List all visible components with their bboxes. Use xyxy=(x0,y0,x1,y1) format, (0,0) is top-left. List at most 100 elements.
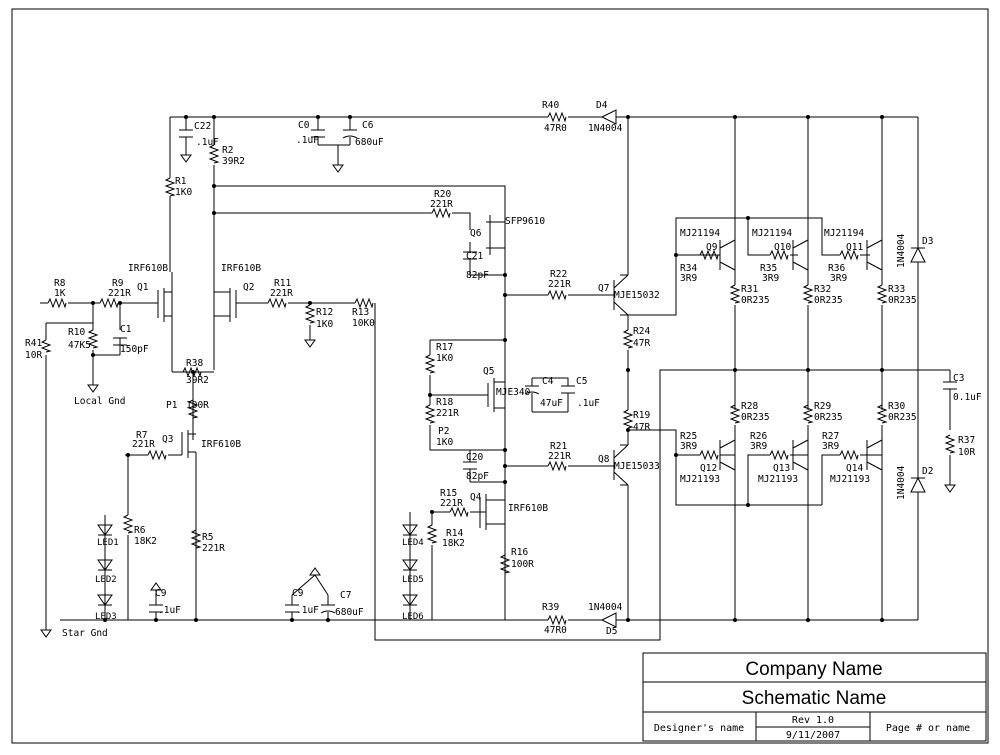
d5-ref: D5 xyxy=(606,626,617,637)
d2-ref: D2 xyxy=(922,466,933,477)
diode-symbols xyxy=(600,109,926,628)
q9-ref: Q9 xyxy=(706,242,718,253)
r22-ref: R22 xyxy=(550,269,567,280)
c3-ref: C3 xyxy=(953,373,964,384)
r9-value: 221R xyxy=(108,288,131,299)
q5-ref: Q5 xyxy=(483,366,494,377)
r7-value: 221R xyxy=(132,439,155,450)
led6-label: LED6 xyxy=(402,612,424,622)
r21-ref: R21 xyxy=(550,441,567,452)
c4-ref: C4 xyxy=(542,376,554,387)
led1-label: LED1 xyxy=(97,538,119,548)
q8-ref: Q8 xyxy=(598,454,610,465)
r13-value: 10K0 xyxy=(352,318,375,329)
r32-ref: R32 xyxy=(814,284,831,295)
star-gnd-label: Star Gnd xyxy=(62,628,108,639)
junction-dots xyxy=(91,115,884,622)
c3-value: 0.1uF xyxy=(953,392,982,403)
c7-ref: C7 xyxy=(340,590,351,601)
c5-value: .1uF xyxy=(577,398,600,409)
q7-part: MJE15032 xyxy=(614,290,660,301)
r10-value: 47K5 xyxy=(68,340,91,351)
r17-ref: R17 xyxy=(436,342,453,353)
r31-value: 0R235 xyxy=(741,295,770,306)
r27-ref: R27 xyxy=(822,431,839,442)
revision: Rev 1.0 xyxy=(792,715,834,726)
c0-value: .1uF xyxy=(296,135,319,146)
r34-value: 3R9 xyxy=(680,273,697,284)
r26-value: 3R9 xyxy=(750,441,767,452)
q14-part: MJ21193 xyxy=(830,474,870,485)
r36-ref: R36 xyxy=(828,263,845,274)
r25-ref: R25 xyxy=(680,431,697,442)
title-block: Company Name Schematic Name Designer's n… xyxy=(642,652,987,742)
r34-ref: R34 xyxy=(680,263,697,274)
led-symbols xyxy=(97,524,418,606)
r8-ref: R8 xyxy=(54,278,66,289)
c20-ref: C20 xyxy=(466,452,483,463)
p2-value: 1K0 xyxy=(436,437,453,448)
r24-ref: R24 xyxy=(633,326,650,337)
d5-part: 1N4004 xyxy=(588,602,623,613)
r16-value: 100R xyxy=(511,559,534,570)
r38-value: 39R2 xyxy=(186,375,209,386)
bjt-symbols xyxy=(613,239,883,486)
capacitor-symbols xyxy=(113,129,957,614)
r10-ref: R10 xyxy=(68,327,85,338)
r29-ref: R29 xyxy=(814,401,831,412)
r24-value: 47R xyxy=(633,338,650,349)
c1-value: 150pF xyxy=(120,344,149,355)
r31-ref: R31 xyxy=(741,284,758,295)
designer-name: Designer's name xyxy=(654,723,744,734)
r37-value: 10R xyxy=(958,447,975,458)
title-block-frame xyxy=(642,652,987,742)
r40-value: 47R0 xyxy=(544,123,567,134)
local-gnd-label: Local Gnd xyxy=(74,396,125,407)
c21-ref: C21 xyxy=(466,251,483,262)
d3-ref: D3 xyxy=(922,236,933,247)
c9-value: .1uF xyxy=(158,605,181,616)
q9-part: MJ21194 xyxy=(680,228,720,239)
q12-ref: Q12 xyxy=(700,463,717,474)
c9b-ref: C9 xyxy=(292,588,304,599)
led5-label: LED5 xyxy=(402,575,424,585)
r39-ref: R39 xyxy=(542,602,559,613)
q3-ref: Q3 xyxy=(162,434,173,445)
q6-part: SFP9610 xyxy=(505,216,545,227)
q1-part: IRF610B xyxy=(128,263,168,274)
r38-ref: R38 xyxy=(186,358,203,369)
c6-value: 680uF xyxy=(355,137,384,148)
r9-ref: R9 xyxy=(112,278,124,289)
p1-value: 100R xyxy=(186,400,209,411)
c7-value: 680uF xyxy=(335,607,364,618)
r2-ref: R2 xyxy=(222,145,233,156)
r1-ref: R1 xyxy=(175,176,187,187)
r19-value: 47R xyxy=(633,422,650,433)
r11-value: 221R xyxy=(270,288,293,299)
r12-ref: R12 xyxy=(316,307,333,318)
c6-ref: C6 xyxy=(362,120,374,131)
r41-ref: R41 xyxy=(25,338,42,349)
q4-ref: Q4 xyxy=(470,492,482,503)
q7-ref: Q7 xyxy=(598,283,609,294)
d2-part: 1N4004 xyxy=(896,465,907,500)
r22-value: 221R xyxy=(548,279,571,290)
r14-value: 18K2 xyxy=(442,538,465,549)
q5-part: MJE340 xyxy=(496,387,531,398)
c4-value: 47uF xyxy=(540,398,563,409)
c21-value: 82pF xyxy=(466,270,489,281)
r16-ref: R16 xyxy=(511,547,528,558)
company-name: Company Name xyxy=(745,659,882,680)
r28-value: 0R235 xyxy=(741,412,770,423)
r35-ref: R35 xyxy=(760,263,777,274)
q10-ref: Q10 xyxy=(774,242,791,253)
c20-value: 82pF xyxy=(466,471,489,482)
r6-ref: R6 xyxy=(134,525,146,536)
q1-ref: Q1 xyxy=(137,282,149,293)
r28-ref: R28 xyxy=(741,401,758,412)
r1-value: 1K0 xyxy=(175,187,192,198)
q4-part: IRF610B xyxy=(508,503,548,514)
r2-value: 39R2 xyxy=(222,156,245,167)
r12-value: 1K0 xyxy=(316,319,333,330)
